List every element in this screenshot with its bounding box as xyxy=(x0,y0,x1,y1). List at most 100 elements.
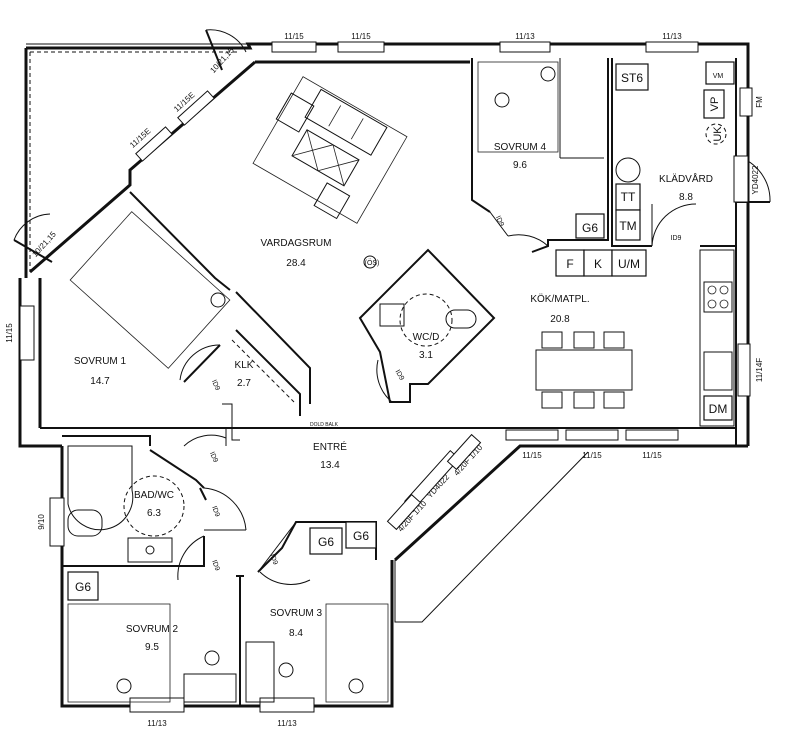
dm-label: DM xyxy=(709,402,728,416)
window-s3 xyxy=(259,697,315,713)
tm-label: TM xyxy=(619,219,636,233)
chair xyxy=(573,391,595,409)
g6-label: G6 xyxy=(75,580,91,594)
chair xyxy=(603,331,625,349)
toilet-icon xyxy=(445,309,477,329)
rug xyxy=(252,76,408,224)
room-sovrum3-area: 8.4 xyxy=(289,628,303,639)
window-right xyxy=(737,343,751,397)
room-sovrum1-area: 14.7 xyxy=(90,376,110,387)
window-label: 11/15 xyxy=(351,32,371,41)
window-kok-3 xyxy=(625,429,679,441)
fm-label: FM xyxy=(755,96,764,108)
g6-label: G6 xyxy=(582,221,598,235)
window-label: 11/13 xyxy=(147,719,167,728)
f-label: F xyxy=(566,257,573,271)
corner-bathtub xyxy=(67,445,134,531)
door-id: ID9 xyxy=(210,559,220,572)
door-label: YD4022 xyxy=(751,165,760,194)
window-bad xyxy=(49,497,65,547)
room-vardagsrum-area: 28.4 xyxy=(286,258,306,269)
door-id: ID9 xyxy=(210,505,220,518)
door-id: ID9 xyxy=(268,553,278,566)
interior-walls xyxy=(29,58,737,706)
window-top-4 xyxy=(645,41,699,53)
window-top-1 xyxy=(271,41,317,53)
room-entre-name: ENTRÉ xyxy=(313,440,347,453)
armchair xyxy=(313,182,351,220)
sink-icon xyxy=(379,303,405,327)
room-entre-area: 13.4 xyxy=(320,460,340,471)
bold-balk-label: DOLD BALK xyxy=(310,422,339,428)
room-kladvard-area: 8.8 xyxy=(679,192,693,203)
windows: 11/15 11/15 11/13 11/13 11/15E 11/15E 11… xyxy=(5,32,764,728)
door-id: ID9 xyxy=(494,215,505,228)
room-wcd-area: 3.1 xyxy=(419,350,433,361)
window-label: 11/13 xyxy=(662,32,682,41)
room-kladvard-name: KLÄDVÅRD xyxy=(659,172,713,185)
bed xyxy=(325,603,389,703)
room-sovrum4-name: SOVRUM 4 xyxy=(494,142,547,153)
window-label: 11/13 xyxy=(277,719,297,728)
lamp xyxy=(210,292,226,308)
door-label: 10/21,15 xyxy=(208,45,236,75)
window-label: 11/13 xyxy=(515,32,535,41)
stove xyxy=(703,281,733,313)
fixtures: ST6 VM VP UK TT TM G6 F K U/M DM G6 G6 G… xyxy=(67,61,735,601)
interior-doors: ID9 ID9 ID9 ID9 ID9 ID9 ID9 ID9 xyxy=(177,203,697,585)
chair xyxy=(603,391,625,409)
bed xyxy=(477,61,559,153)
door-id: ID9 xyxy=(671,235,682,242)
room-sovrum2-area: 9.5 xyxy=(145,642,159,653)
room-badwc-name: BAD/WC xyxy=(134,490,174,501)
window-kok-2 xyxy=(565,429,619,441)
window-label: 11/14F xyxy=(755,358,764,382)
st6-box xyxy=(615,63,649,91)
k-label: K xyxy=(594,257,602,271)
window-top-2 xyxy=(337,41,385,53)
tt-label: TT xyxy=(621,190,636,204)
window-label: 11/15 xyxy=(522,451,542,460)
chair xyxy=(541,331,563,349)
vp-label: VP xyxy=(709,97,721,112)
armchair xyxy=(275,92,315,133)
bed xyxy=(69,211,231,369)
room-sovrum4-area: 9.6 xyxy=(513,160,527,171)
window-diag-2 xyxy=(135,126,173,162)
room-kok-area: 20.8 xyxy=(550,314,570,325)
window-label: 11/15 xyxy=(642,451,662,460)
window-label: 11/15 xyxy=(5,323,14,343)
room-labels: SOVRUM 4 9.6 VARDAGSRUM 28.4 SOVRUM 1 14… xyxy=(74,142,713,653)
sink-icon xyxy=(127,537,173,563)
chair xyxy=(541,391,563,409)
room-sovrum2-name: SOVRUM 2 xyxy=(126,624,179,635)
window-kok-1 xyxy=(505,429,559,441)
coffee-table xyxy=(291,129,360,187)
os-circle xyxy=(363,255,377,269)
room-klk-area: 2.7 xyxy=(237,378,251,389)
dining-table xyxy=(535,349,633,391)
window-label: 9/10 xyxy=(37,514,46,530)
door-id: ID9 xyxy=(210,379,221,392)
window-diag-1 xyxy=(177,90,215,126)
washing-machine-icon xyxy=(615,157,641,183)
lamp xyxy=(540,66,556,82)
vm-label: VM xyxy=(713,73,724,80)
um-label: U/M xyxy=(618,257,640,271)
room-badwc-area: 6.3 xyxy=(147,508,161,519)
kitchen-counter xyxy=(699,249,735,427)
window-top-3 xyxy=(499,41,551,53)
window-label: 11/15 xyxy=(284,32,304,41)
room-wcd-name: WC/D xyxy=(413,332,440,343)
st6-label: ST6 xyxy=(621,71,643,85)
toilet-icon xyxy=(67,509,103,537)
lamp xyxy=(494,92,510,108)
room-sovrum1-name: SOVRUM 1 xyxy=(74,356,127,367)
window-label: 11/15 xyxy=(582,451,602,460)
sofa xyxy=(304,88,388,156)
fm-box xyxy=(739,87,753,117)
room-vardagsrum-name: VARDAGSRUM xyxy=(261,238,332,249)
room-kok-name: KÖK/MATPL. xyxy=(530,293,589,305)
os-label: (ÖS) xyxy=(365,259,380,267)
chair xyxy=(573,331,595,349)
